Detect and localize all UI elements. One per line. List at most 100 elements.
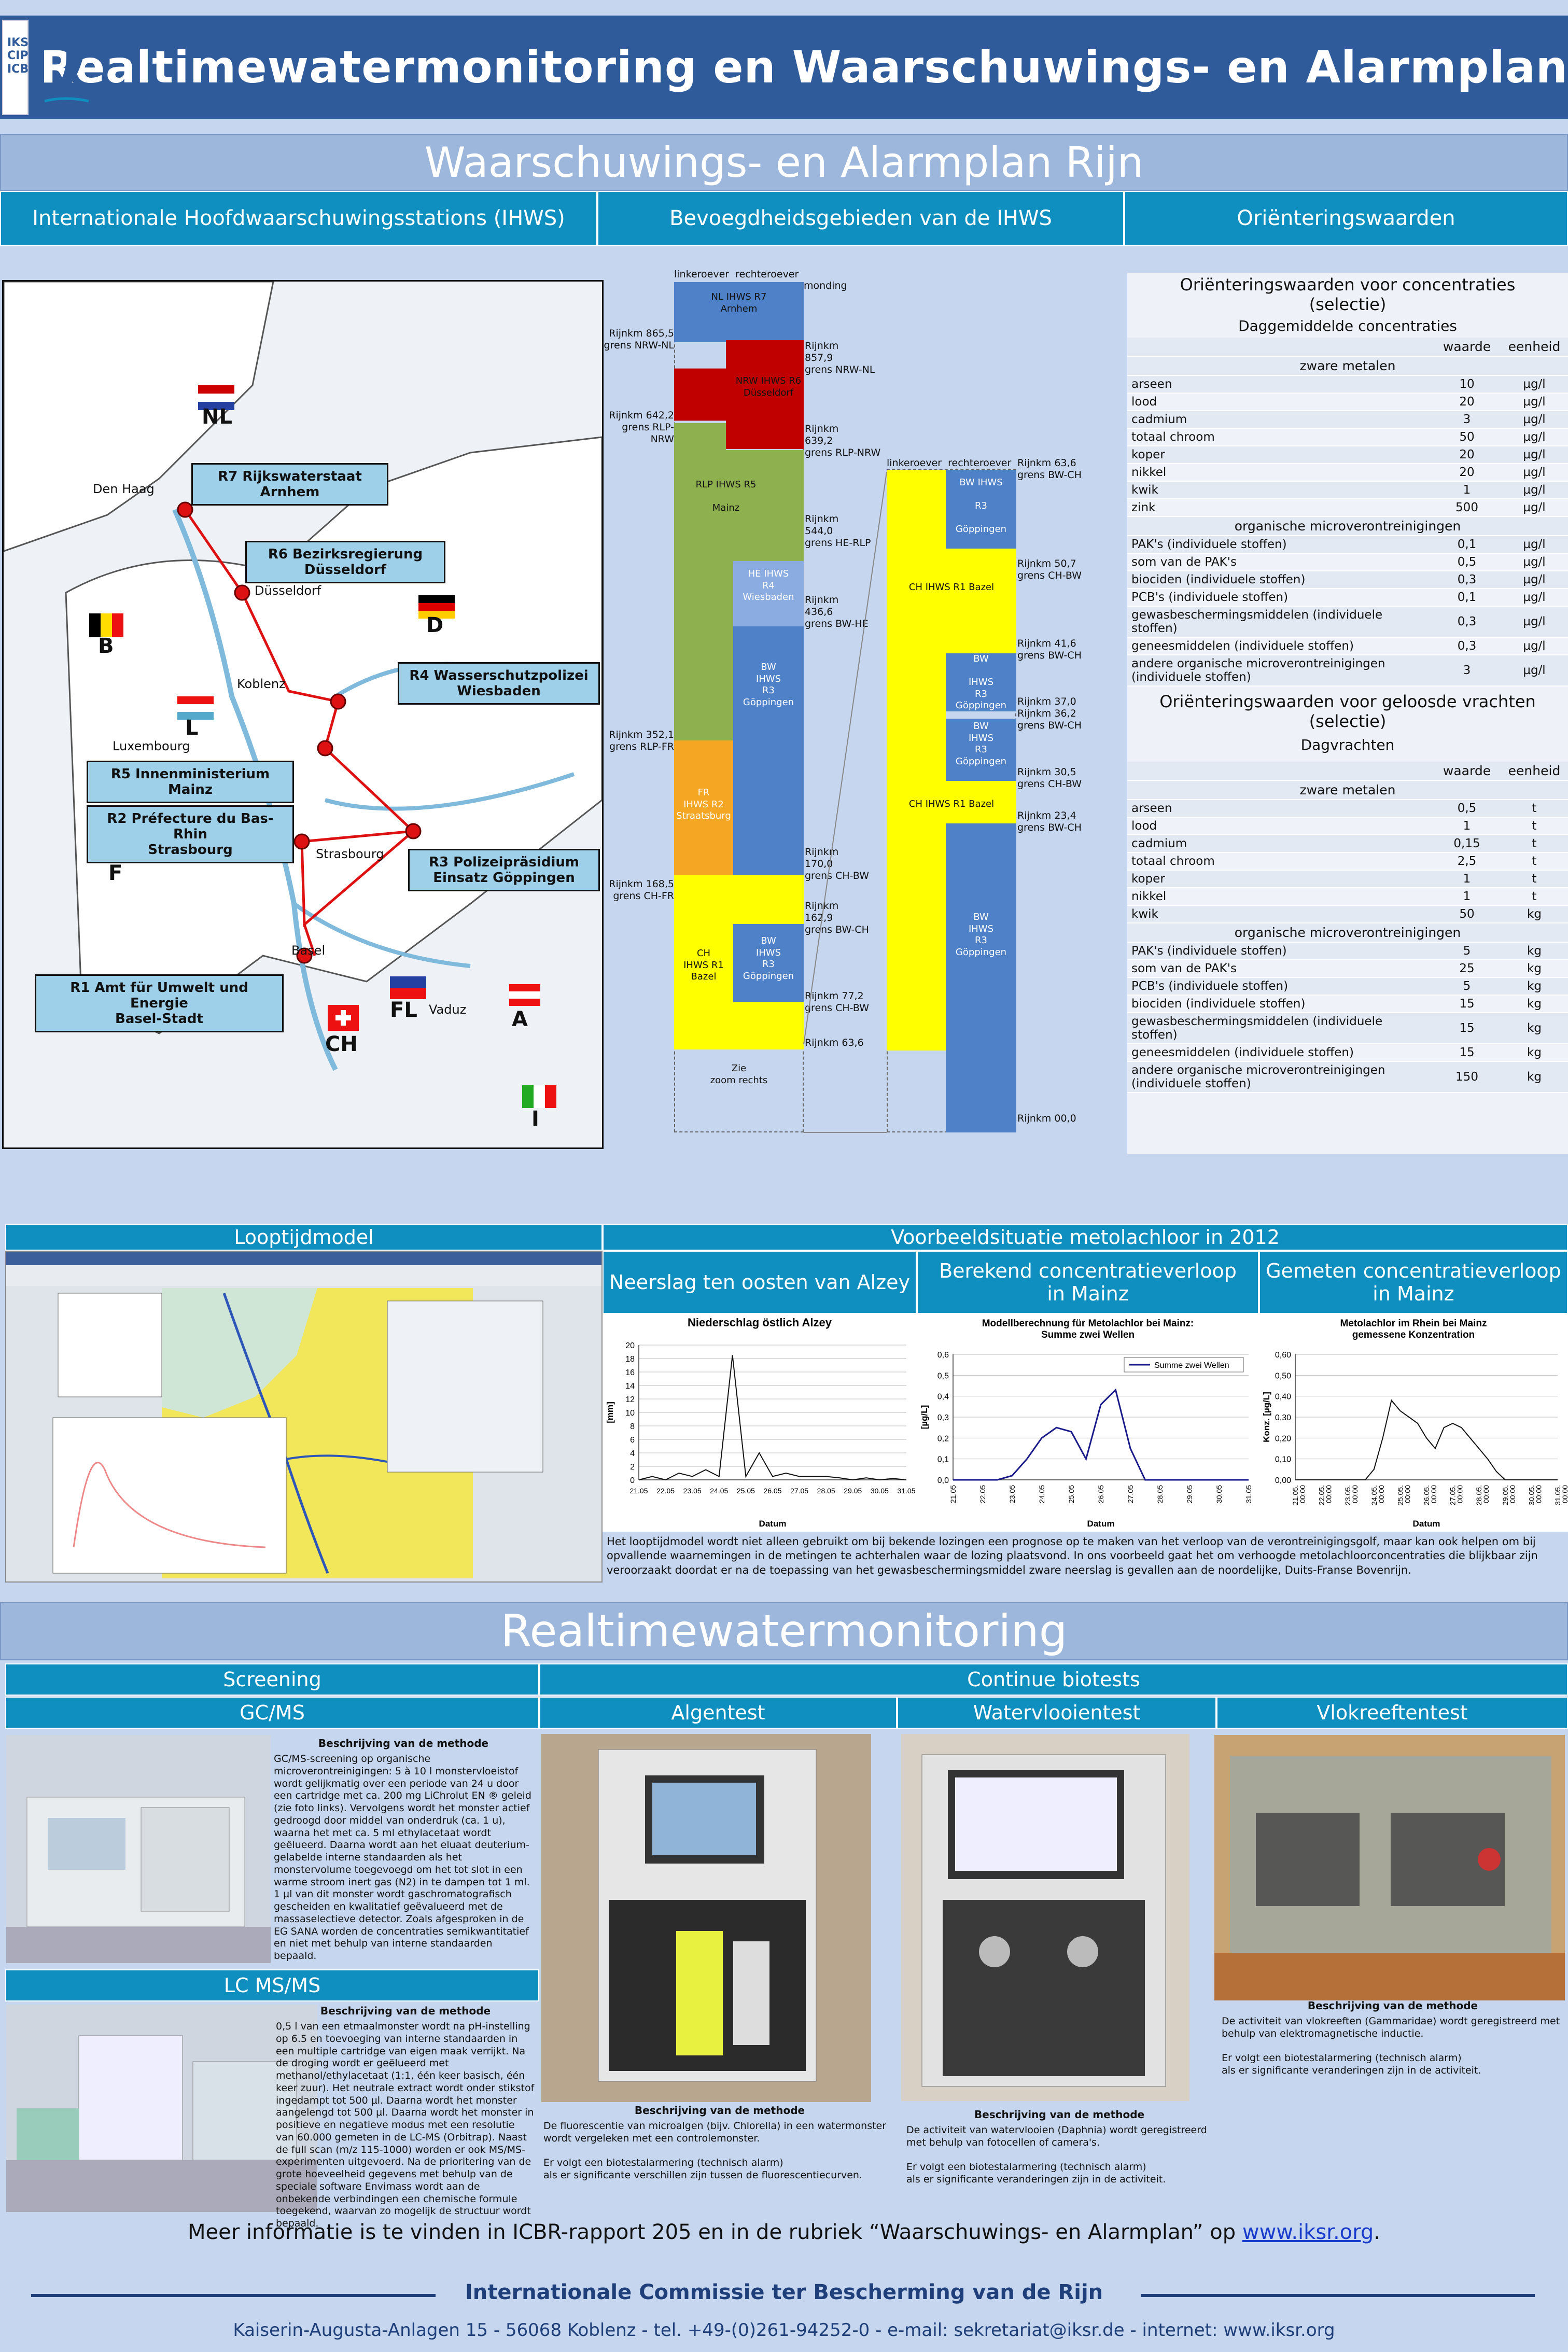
- biotests-header: Continue biotests: [539, 1663, 1568, 1696]
- unit-cell: µg/l: [1501, 428, 1568, 446]
- algen-method-text: De fluorescentie van microalgen (bijv. C…: [543, 2120, 887, 2181]
- value-cell: 1: [1433, 888, 1501, 906]
- value-cell: 0,1: [1433, 536, 1501, 554]
- section-title-alarmplan: Waarschuwings- en Alarmplan Rijn: [0, 134, 1568, 191]
- x-tick-label: 00:00: [1351, 1485, 1359, 1503]
- seg-label-bw2: BW IHWS R3 Göppingen: [743, 935, 794, 982]
- value-cell: 0,5: [1433, 553, 1501, 571]
- substance-name: som van de PAK's: [1127, 553, 1433, 571]
- value-cell: 150: [1433, 1061, 1501, 1093]
- substance-name: PCB's (individuele stoffen): [1127, 977, 1433, 996]
- left-km-4: Rijnkm 168,5 grens CH-FR: [609, 878, 674, 902]
- unit-cell: µg/l: [1501, 446, 1568, 464]
- city-luxembourg: Luxembourg: [113, 739, 190, 753]
- unit-cell: t: [1501, 817, 1568, 835]
- seg-label-he: HE IHWS R4 Wiesbaden: [743, 568, 794, 603]
- conc-row: andere organische microverontreinigingen…: [1127, 655, 1568, 687]
- x-tick-label: 25.05.: [1396, 1485, 1404, 1505]
- lcms-header: LC MS/MS: [5, 1969, 539, 2001]
- substance-name: totaal chroom: [1127, 428, 1433, 446]
- vlok-photo: [1214, 1735, 1565, 2000]
- x-tick-label: 29.05: [1185, 1485, 1194, 1503]
- iksr-link[interactable]: www.iksr.org: [1242, 2220, 1374, 2244]
- substance-name: koper: [1127, 446, 1433, 464]
- seg-bw2: [733, 924, 804, 1002]
- y-tick-label: 6: [630, 1436, 635, 1445]
- water-photo: [901, 1734, 1189, 2101]
- flag-d-icon: [418, 595, 455, 619]
- chart-title: gemessene Konzentration: [1352, 1329, 1475, 1340]
- unit-cell: µg/l: [1501, 411, 1568, 429]
- loads-subtitle: Dagvrachten: [1300, 736, 1395, 753]
- seg-label-fr: FR IHWS R2 Straatsburg: [676, 787, 731, 821]
- series-line: [953, 1388, 1249, 1481]
- x-tick-label: 00:00: [1377, 1485, 1385, 1503]
- left-km-1: Rijnkm 865,5 grens NRW-NL: [604, 328, 674, 351]
- x-tick-label: 30.05: [871, 1487, 889, 1495]
- unit-cell: µg/l: [1501, 536, 1568, 554]
- substance-name: PAK's (individuele stoffen): [1127, 536, 1433, 554]
- right-km-2: Rijnkm 639,2 grens RLP-NRW: [805, 423, 881, 458]
- y-tick-label: 14: [625, 1382, 635, 1391]
- zoom-km-7: Rijnkm 00,0: [1017, 1113, 1076, 1124]
- substance-name: som van de PAK's: [1127, 960, 1433, 978]
- zoom-header: linkeroever rechteroever: [887, 457, 1012, 469]
- y-tick-label: 0,1: [937, 1455, 949, 1464]
- unit-cell: kg: [1501, 995, 1568, 1013]
- more-info: Meer informatie is te vinden in ICBR-rap…: [0, 2220, 1568, 2244]
- left-header: linkeroever rechteroever: [674, 269, 799, 280]
- station-r6: R6 Bezirksregierung Düsseldorf: [245, 541, 445, 583]
- x-tick-label: 28.05: [817, 1487, 835, 1495]
- seg-label-ch: CH IHWS R1 Bazel: [683, 948, 724, 982]
- gcms-header: GC/MS: [5, 1697, 539, 1729]
- substance-name: cadmium: [1127, 411, 1433, 429]
- unit-cell: µg/l: [1501, 655, 1568, 687]
- x-tick-label: 26.05: [763, 1487, 781, 1495]
- value-cell: 15: [1433, 1013, 1501, 1044]
- legend-label: Summe zwei Wellen: [1154, 1361, 1229, 1370]
- flag-i-icon: [522, 1085, 556, 1108]
- unit-cell: t: [1501, 852, 1568, 871]
- city-den-haag: Den Haag: [93, 482, 155, 496]
- zoom-km-5: Rijnkm 30,5 grens CH-BW: [1017, 766, 1082, 790]
- orientering-panel: Oriënteringswaarden voor concentraties (…: [1127, 273, 1568, 1154]
- looptijd-software-image: [6, 1252, 601, 1578]
- water-header: Watervlooientest: [897, 1697, 1216, 1729]
- lcms-method-text: 0,5 l van een etmaalmonster wordt na pH-…: [276, 2021, 535, 2229]
- looptijd-screenshot: [5, 1251, 603, 1583]
- value-cell: 1: [1433, 481, 1501, 499]
- x-tick-label: 27.05: [1126, 1485, 1135, 1503]
- unit-cell: kg: [1501, 942, 1568, 960]
- station-r1: R1 Amt für Umwelt und Energie Basel-Stad…: [35, 974, 284, 1032]
- lcms-method-title: Beschrijving van de methode: [320, 2005, 491, 2017]
- zoom-km-2: Rijnkm 50,7 grens CH-BW: [1017, 558, 1082, 581]
- zoom-seg-ch-right-1: [946, 549, 1016, 653]
- gcms-caption: Beschrijving van de methode GC/MS-screen…: [274, 1737, 533, 1963]
- zoom-seg-bw: [946, 470, 1016, 549]
- flag-l-icon: [177, 696, 214, 720]
- seg-label-nl: NL IHWS R7 Arnhem: [711, 291, 767, 314]
- value-cell: 0,3: [1433, 606, 1501, 638]
- city-koblenz: Koblenz: [237, 677, 286, 691]
- country-fl: FL: [390, 998, 417, 1022]
- value-cell: 15: [1433, 995, 1501, 1013]
- x-tick-label: 00:00: [1325, 1485, 1333, 1503]
- y-tick-label: 0,40: [1275, 1393, 1291, 1402]
- main-title: Realtimewatermonitoring en Waarschuwings…: [40, 41, 1568, 93]
- city-vaduz: Vaduz: [429, 1002, 467, 1017]
- algen-header: Algentest: [539, 1697, 897, 1729]
- realtime-title: Realtimewatermonitoring: [0, 1602, 1568, 1660]
- left-km-3: Rijnkm 352,1 grens RLP-FR: [609, 729, 674, 752]
- unit-cell: kg: [1501, 1044, 1568, 1062]
- zoom-seg-bw-3: [946, 719, 1016, 781]
- x-tick-label: 30.05.: [1527, 1485, 1535, 1505]
- lcms-caption: Beschrijving van de methode 0,5 l van ee…: [276, 2005, 535, 2230]
